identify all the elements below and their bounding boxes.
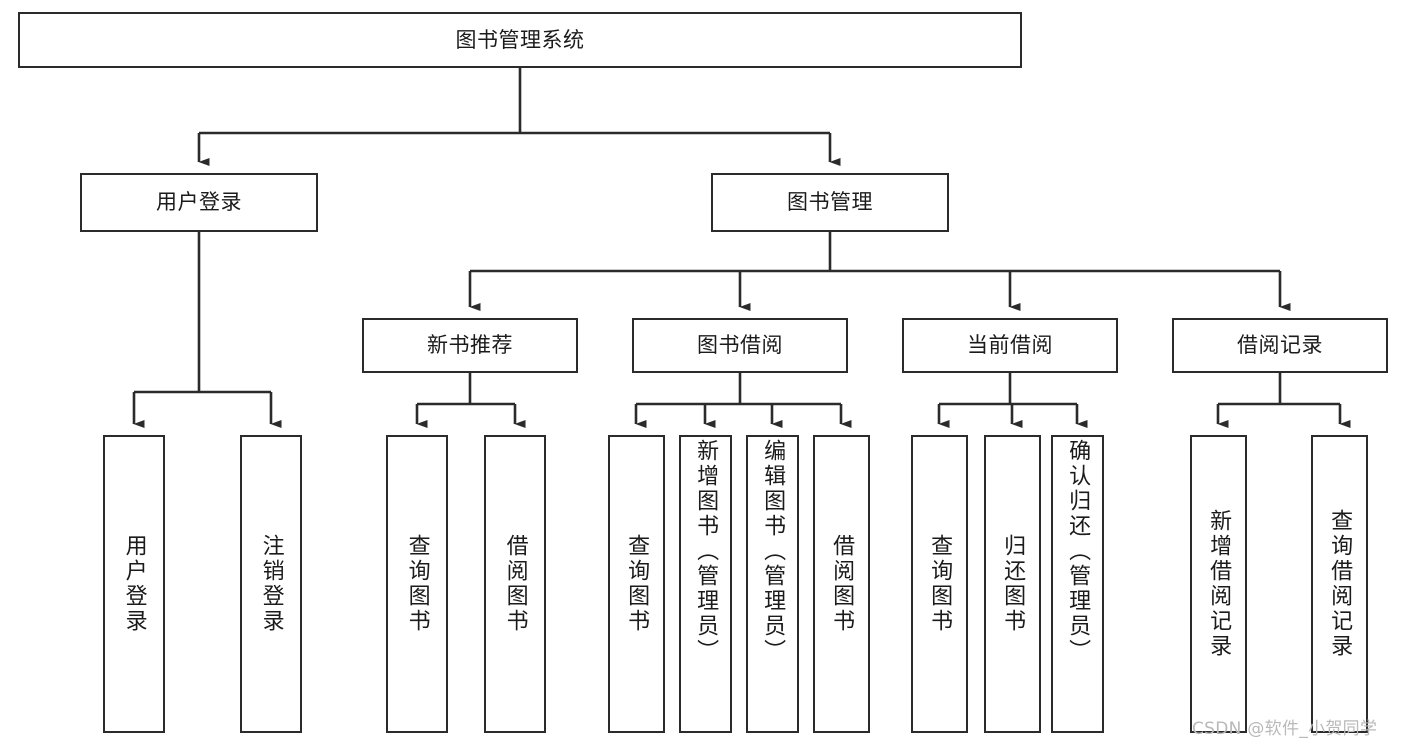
node-book-borrow[interactable]: 图书借阅 [632,318,848,373]
node-leaf-add-borrow-record[interactable]: 新增借阅记录 [1190,435,1247,733]
connectors-book-borrow [634,373,852,428]
node-leaf-confirm-return-admin-label: 确认归还（管理员） [1065,439,1091,664]
node-leaf-query-borrow-record[interactable]: 查询借阅记录 [1311,435,1368,733]
node-leaf-query-borrow-record-label: 查询借阅记录 [1327,509,1353,659]
connectors-root [197,68,841,166]
node-current-borrow-label: 当前借阅 [967,333,1053,358]
node-leaf-logout-login-label: 注销登录 [258,534,284,634]
node-leaf-edit-book-admin-label: 编辑图书（管理员） [760,439,786,664]
connectors-new-book-recommend [415,373,526,428]
node-leaf-borrow-book-2-label: 借阅图书 [829,534,855,634]
node-leaf-confirm-return-admin[interactable]: 确认归还（管理员） [1051,435,1104,733]
node-leaf-query-book-3-label: 查询图书 [927,534,953,634]
connectors-book-management [468,232,1291,311]
node-book-management-label: 图书管理 [787,190,873,215]
node-root[interactable]: 图书管理系统 [18,12,1022,68]
node-root-label: 图书管理系统 [455,27,585,52]
connectors-current-borrow [937,373,1088,428]
node-borrow-record-label: 借阅记录 [1237,333,1323,358]
node-user-login[interactable]: 用户登录 [80,173,318,232]
node-leaf-return-book[interactable]: 归还图书 [984,435,1041,733]
node-book-borrow-label: 图书借阅 [697,333,783,358]
node-new-book-recommend-label: 新书推荐 [427,333,513,358]
node-borrow-record[interactable]: 借阅记录 [1172,318,1388,373]
node-leaf-user-login[interactable]: 用户登录 [103,435,165,733]
node-leaf-edit-book-admin[interactable]: 编辑图书（管理员） [746,435,799,733]
node-leaf-query-book-1-label: 查询图书 [404,534,430,634]
node-leaf-query-book-2-label: 查询图书 [624,534,650,634]
node-new-book-recommend[interactable]: 新书推荐 [362,318,578,373]
node-leaf-query-book-3[interactable]: 查询图书 [911,435,968,733]
node-leaf-user-login-label: 用户登录 [121,534,147,634]
node-current-borrow[interactable]: 当前借阅 [902,318,1118,373]
node-leaf-query-book-2[interactable]: 查询图书 [608,435,665,733]
node-user-login-label: 用户登录 [156,190,242,215]
node-leaf-add-borrow-record-label: 新增借阅记录 [1206,509,1232,659]
csdn-watermark: CSDN @软件_小贺同学 [1192,719,1378,739]
node-leaf-add-book-admin-label: 新增图书（管理员） [693,439,719,664]
node-leaf-query-book-1[interactable]: 查询图书 [386,435,448,733]
node-leaf-borrow-book-2[interactable]: 借阅图书 [813,435,870,733]
connectors-user-login [132,232,282,428]
node-book-management[interactable]: 图书管理 [711,173,949,232]
node-leaf-borrow-book-1[interactable]: 借阅图书 [484,435,546,733]
node-leaf-borrow-book-1-label: 借阅图书 [502,534,528,634]
node-leaf-add-book-admin[interactable]: 新增图书（管理员） [679,435,732,733]
node-leaf-logout-login[interactable]: 注销登录 [240,435,302,733]
node-leaf-return-book-label: 归还图书 [1000,534,1026,634]
connectors-borrow-record [1216,373,1351,428]
